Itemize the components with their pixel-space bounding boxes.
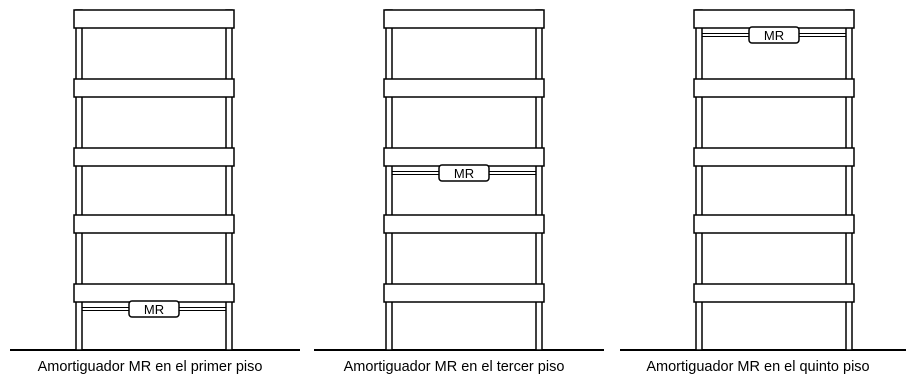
building-frame: MR — [73, 9, 235, 351]
floor-slab — [383, 78, 545, 98]
building-frame: MR — [693, 9, 855, 351]
mr-damper-box — [748, 26, 800, 44]
building-frame: MR — [383, 9, 545, 351]
mr-damper-label: MR — [764, 28, 784, 43]
caption-fifth-floor: Amortiguador MR en el quinto piso — [646, 359, 870, 375]
mr-damper-box — [438, 164, 490, 182]
floor-slab — [73, 214, 235, 234]
floor-slab — [383, 283, 545, 303]
floor-slab — [693, 283, 855, 303]
mr-damper-label: MR — [454, 166, 474, 181]
floor-slab — [73, 283, 235, 303]
caption-first-floor: Amortiguador MR en el primer piso — [37, 359, 263, 375]
floor-slab — [693, 78, 855, 98]
floor-slab — [693, 9, 855, 29]
floor-slab — [383, 214, 545, 234]
floor-slab — [383, 147, 545, 167]
caption-third-floor: Amortiguador MR en el tercer piso — [343, 359, 565, 375]
floor-slab — [693, 147, 855, 167]
floor-slab — [73, 147, 235, 167]
mr-damper-box — [128, 300, 180, 318]
floor-slab — [73, 9, 235, 29]
mr-damper-label: MR — [144, 302, 164, 317]
floor-slab — [693, 214, 855, 234]
floor-slab — [73, 78, 235, 98]
floor-slab — [383, 9, 545, 29]
